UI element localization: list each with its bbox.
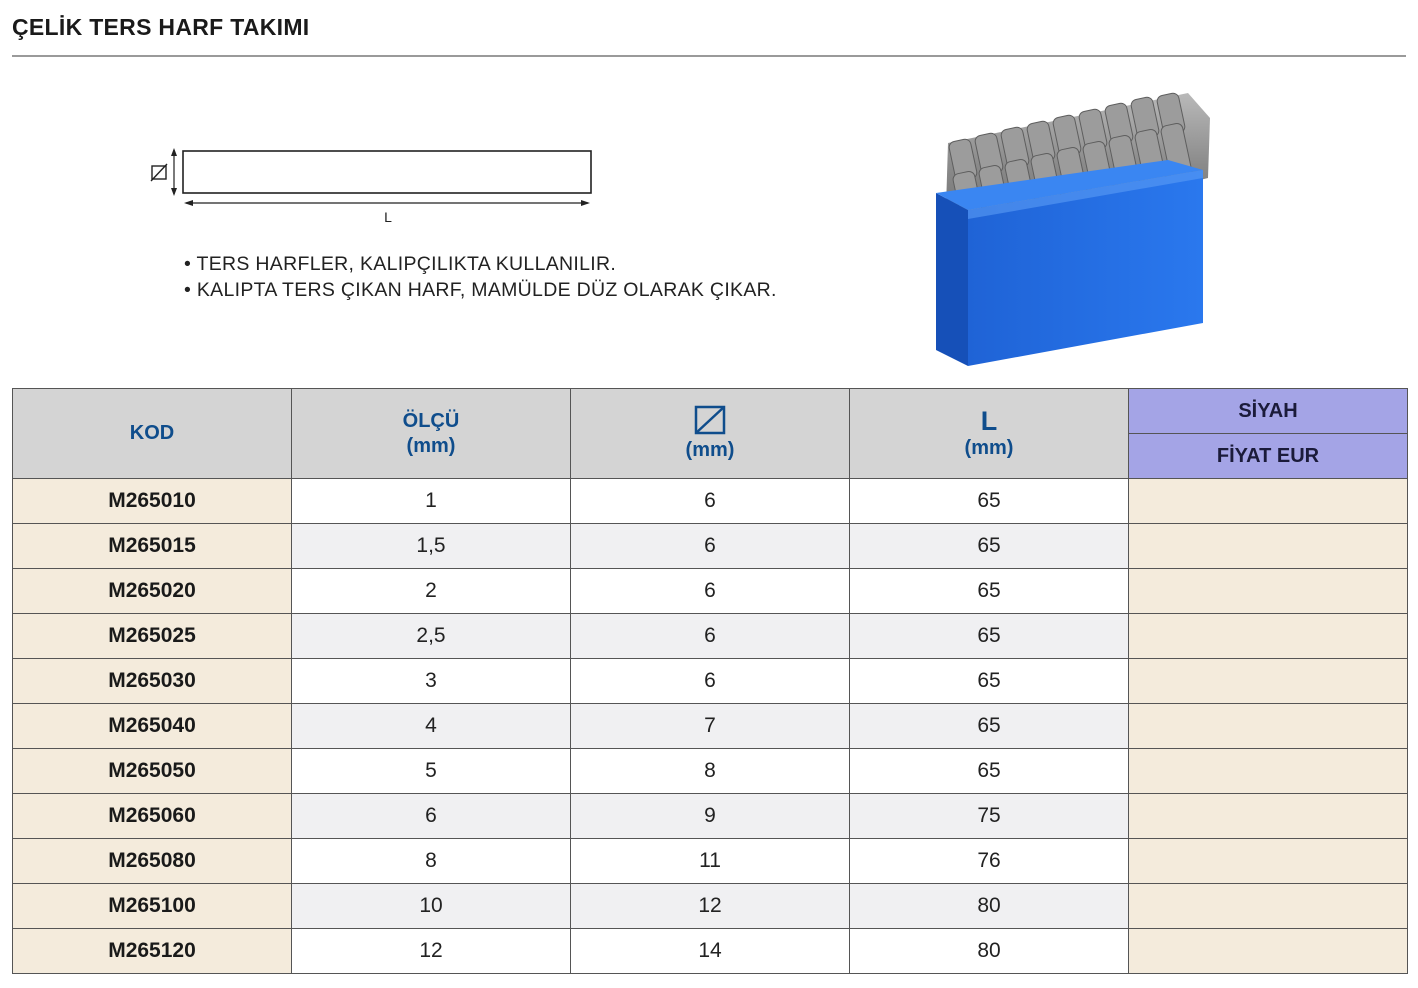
cell-kod: M265120	[12, 928, 292, 974]
cell-price	[1128, 478, 1408, 524]
blue-case	[936, 160, 1203, 366]
cell-kod: M265025	[12, 613, 292, 659]
cell-square: 11	[570, 838, 850, 884]
cell-olcu: 1,5	[291, 523, 571, 569]
cell-kod: M265020	[12, 568, 292, 614]
cell-price	[1128, 748, 1408, 794]
height-dimension-arrow	[171, 148, 177, 196]
cell-olcu: 6	[291, 793, 571, 839]
cell-square: 6	[570, 658, 850, 704]
cell-olcu: 5	[291, 748, 571, 794]
cell-length: 80	[849, 883, 1129, 929]
header-kod: KOD	[12, 388, 292, 479]
header-square: (mm)	[570, 388, 850, 479]
cell-price	[1128, 658, 1408, 704]
square-section-icon	[150, 163, 168, 182]
notes-list: • TERS HARFLER, KALIPÇILIKTA KULLANILIR.…	[184, 251, 777, 303]
note-item: • KALIPTA TERS ÇIKAN HARF, MAMÜLDE DÜZ O…	[184, 279, 777, 301]
cell-square: 6	[570, 613, 850, 659]
header-square-unit: (mm)	[685, 439, 735, 461]
cell-length: 80	[849, 928, 1129, 974]
length-dimension-arrow	[184, 200, 590, 206]
square-section-icon	[694, 405, 726, 435]
cell-price	[1128, 568, 1408, 614]
cell-square: 8	[570, 748, 850, 794]
cell-length: 65	[849, 658, 1129, 704]
cell-length: 65	[849, 478, 1129, 524]
cell-price	[1128, 883, 1408, 929]
cell-price	[1128, 793, 1408, 839]
cell-olcu: 8	[291, 838, 571, 884]
header-price-currency: FİYAT EUR	[1128, 433, 1408, 479]
header-length-unit: (mm)	[964, 437, 1014, 459]
cell-square: 9	[570, 793, 850, 839]
cell-square: 6	[570, 478, 850, 524]
cell-olcu: 3	[291, 658, 571, 704]
cell-square: 7	[570, 703, 850, 749]
header-olcu: ÖLÇÜ (mm)	[291, 388, 571, 479]
cell-price	[1128, 928, 1408, 974]
length-label: L	[384, 209, 392, 225]
cell-olcu: 2,5	[291, 613, 571, 659]
header-olcu-unit: (mm)	[406, 434, 456, 457]
header-olcu-label: ÖLÇÜ	[402, 409, 460, 432]
product-photo	[936, 92, 1210, 366]
cell-price	[1128, 838, 1408, 884]
cell-kod: M265060	[12, 793, 292, 839]
cell-kod: M265100	[12, 883, 292, 929]
note-item: • TERS HARFLER, KALIPÇILIKTA KULLANILIR.	[184, 253, 617, 275]
header-length-label: L	[980, 406, 998, 436]
cell-length: 76	[849, 838, 1129, 884]
cell-kod: M265030	[12, 658, 292, 704]
punch-dimension-diagram: L	[150, 148, 592, 225]
cell-olcu: 4	[291, 703, 571, 749]
header-length: L (mm)	[849, 388, 1129, 479]
cell-olcu: 12	[291, 928, 571, 974]
cell-price	[1128, 703, 1408, 749]
cell-length: 65	[849, 748, 1129, 794]
cell-kod: M265015	[12, 523, 292, 569]
cell-kod: M265080	[12, 838, 292, 884]
punch-bar-outline	[182, 150, 592, 194]
cell-length: 65	[849, 523, 1129, 569]
title-divider	[12, 55, 1406, 57]
cell-olcu: 2	[291, 568, 571, 614]
cell-price	[1128, 523, 1408, 569]
cell-kod: M265010	[12, 478, 292, 524]
cell-square: 14	[570, 928, 850, 974]
specification-table: KOD ÖLÇÜ (mm) (mm) L (mm) SİYAH FİYAT EU…	[12, 388, 1408, 974]
cell-square: 12	[570, 883, 850, 929]
cell-length: 75	[849, 793, 1129, 839]
header-price-color: SİYAH	[1128, 388, 1408, 434]
cell-length: 65	[849, 703, 1129, 749]
cell-length: 65	[849, 613, 1129, 659]
cell-square: 6	[570, 523, 850, 569]
cell-square: 6	[570, 568, 850, 614]
page-title: ÇELİK TERS HARF TAKIMI	[12, 14, 310, 40]
cell-olcu: 1	[291, 478, 571, 524]
cell-olcu: 10	[291, 883, 571, 929]
cell-price	[1128, 613, 1408, 659]
cell-kod: M265040	[12, 703, 292, 749]
cell-kod: M265050	[12, 748, 292, 794]
cell-length: 65	[849, 568, 1129, 614]
